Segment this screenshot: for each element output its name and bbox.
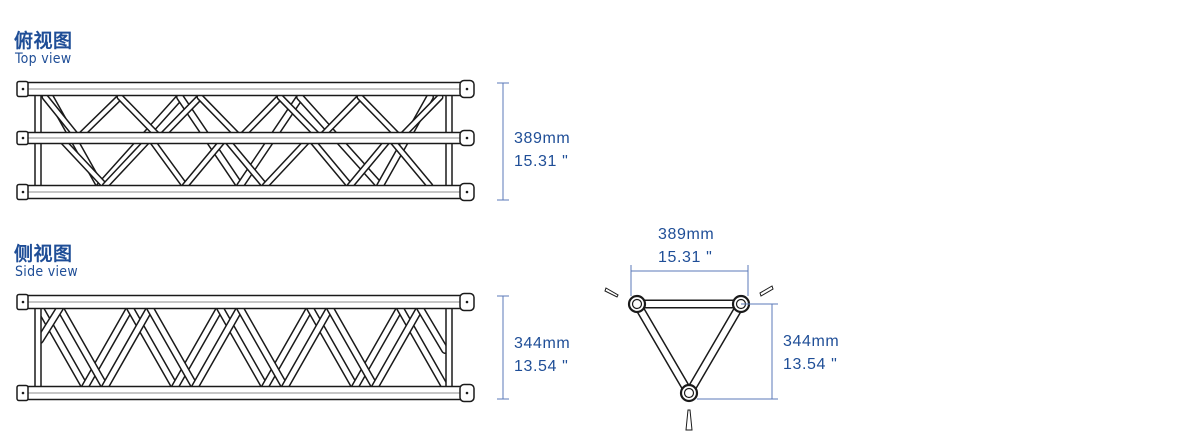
side-view-subtitle: Side view [15, 264, 78, 280]
top-view-lower-diagonal-inner [183, 136, 227, 188]
cross-section-right-member-inner [686, 301, 744, 396]
side-view-diagonal-inner [102, 305, 153, 390]
side-view-diagonal-inner [397, 305, 448, 390]
top-view-dim-in: 15.31 " [514, 153, 569, 170]
side-view-diagonal-inner [82, 305, 133, 390]
side-view-dim-in: 13.54 " [514, 358, 569, 375]
top-view-chord-middle-left-bolt [21, 136, 25, 140]
top-view-upper-diagonal-inner [76, 95, 122, 140]
side-view-diagonal-inner [307, 305, 358, 390]
top-view-upper-diagonal-inner [358, 95, 402, 140]
side-view-right-end-post [445, 301, 453, 394]
top-view-upper-diagonal-inner [398, 95, 442, 140]
cross-section-chord-bore [631, 298, 643, 310]
top-view-lower-diagonal-inner [103, 136, 152, 188]
side-view-diagonal-inner [217, 305, 268, 390]
side-view-diagonal-inner [417, 305, 448, 353]
top-view-lower-diagonal-inner [223, 136, 267, 188]
cross-section-left-member-inner [634, 301, 692, 396]
side-view-diagonal-inner [127, 305, 178, 390]
side-view-chord-bottom-right-bolt [465, 391, 469, 395]
top-view-title: 俯视图 [14, 30, 73, 52]
top-view-dim-mm: 389mm [514, 130, 571, 147]
top-view-dimension: 389mm 15.31 " [514, 127, 570, 173]
side-view-diagonal-inner [262, 305, 313, 390]
side-view-diagonal-inner [57, 305, 108, 390]
side-view-diagonal-inner [237, 305, 288, 390]
top-view-lower-diagonal-inner [148, 136, 187, 188]
top-view-chord-middle-right-bolt [465, 136, 469, 140]
top-view-upper-diagonal-inner [278, 95, 322, 140]
side-view-diagonal-inner [352, 305, 403, 390]
cross-section-pin-left [604, 287, 619, 298]
top-view-upper-diagonal-inner [43, 95, 80, 140]
top-view-lower-diagonal-inner [388, 136, 432, 188]
side-view-diagonal-inner [172, 305, 223, 390]
side-view-diagonal-inner [147, 305, 198, 390]
side-view-left-end-post [34, 301, 42, 394]
cross-section-width-dimension: 389mm 15.31 " [658, 223, 714, 269]
top-view-subtitle: Top view [15, 51, 72, 67]
top-view-chord-bottom-right-bolt [465, 190, 469, 194]
side-view-diagonal-inner [192, 305, 243, 390]
top-view-upper-diagonal-inner [318, 95, 362, 140]
top-view-chord-bottom-left-bolt [21, 190, 25, 194]
top-view-lower-diagonal-inner [58, 136, 107, 188]
top-view-upper-diagonal-inner [118, 95, 162, 140]
cross-section-triangle [604, 285, 774, 431]
cross-section-pin-bottom [685, 409, 693, 431]
cross-section-pin-right [759, 285, 774, 297]
side-view-title: 侧视图 [14, 243, 73, 265]
dimension-lines [497, 82, 778, 400]
cross-section-chord-bore [683, 387, 695, 399]
cross-section-width-mm: 389mm [658, 226, 715, 243]
cross-section-height-in: 13.54 " [783, 356, 838, 373]
top-view-chord-top-left-bolt [21, 87, 25, 91]
side-view-truss [16, 292, 475, 403]
top-view-chord-top-right-bolt [465, 87, 469, 91]
cross-section-height-mm: 344mm [783, 333, 840, 350]
top-view-lower-diagonal-inner [308, 136, 352, 188]
cross-section-width-in: 15.31 " [658, 249, 713, 266]
side-view-chord-top-left-bolt [21, 300, 25, 304]
top-view-upper-diagonal-inner [238, 95, 282, 140]
side-view-chord-top-right-bolt [465, 300, 469, 304]
side-view-dim-mm: 344mm [514, 335, 571, 352]
side-view-diagonal-inner [37, 305, 63, 343]
side-view-diagonal-inner [282, 305, 333, 390]
side-view-diagonal-inner [372, 305, 423, 390]
top-view-truss [16, 79, 475, 202]
side-view-diagonal-inner [327, 305, 378, 390]
side-view-dimension: 344mm 13.54 " [514, 332, 570, 378]
top-view-lower-diagonal-inner [263, 136, 312, 188]
top-view-upper-diagonal-inner [198, 95, 242, 140]
top-view-upper-diagonal-inner [158, 95, 202, 140]
cross-section-height-dimension: 344mm 13.54 " [783, 330, 839, 376]
side-view-chord-bottom-left-bolt [21, 391, 25, 395]
top-view-lower-diagonal-inner [348, 136, 392, 188]
